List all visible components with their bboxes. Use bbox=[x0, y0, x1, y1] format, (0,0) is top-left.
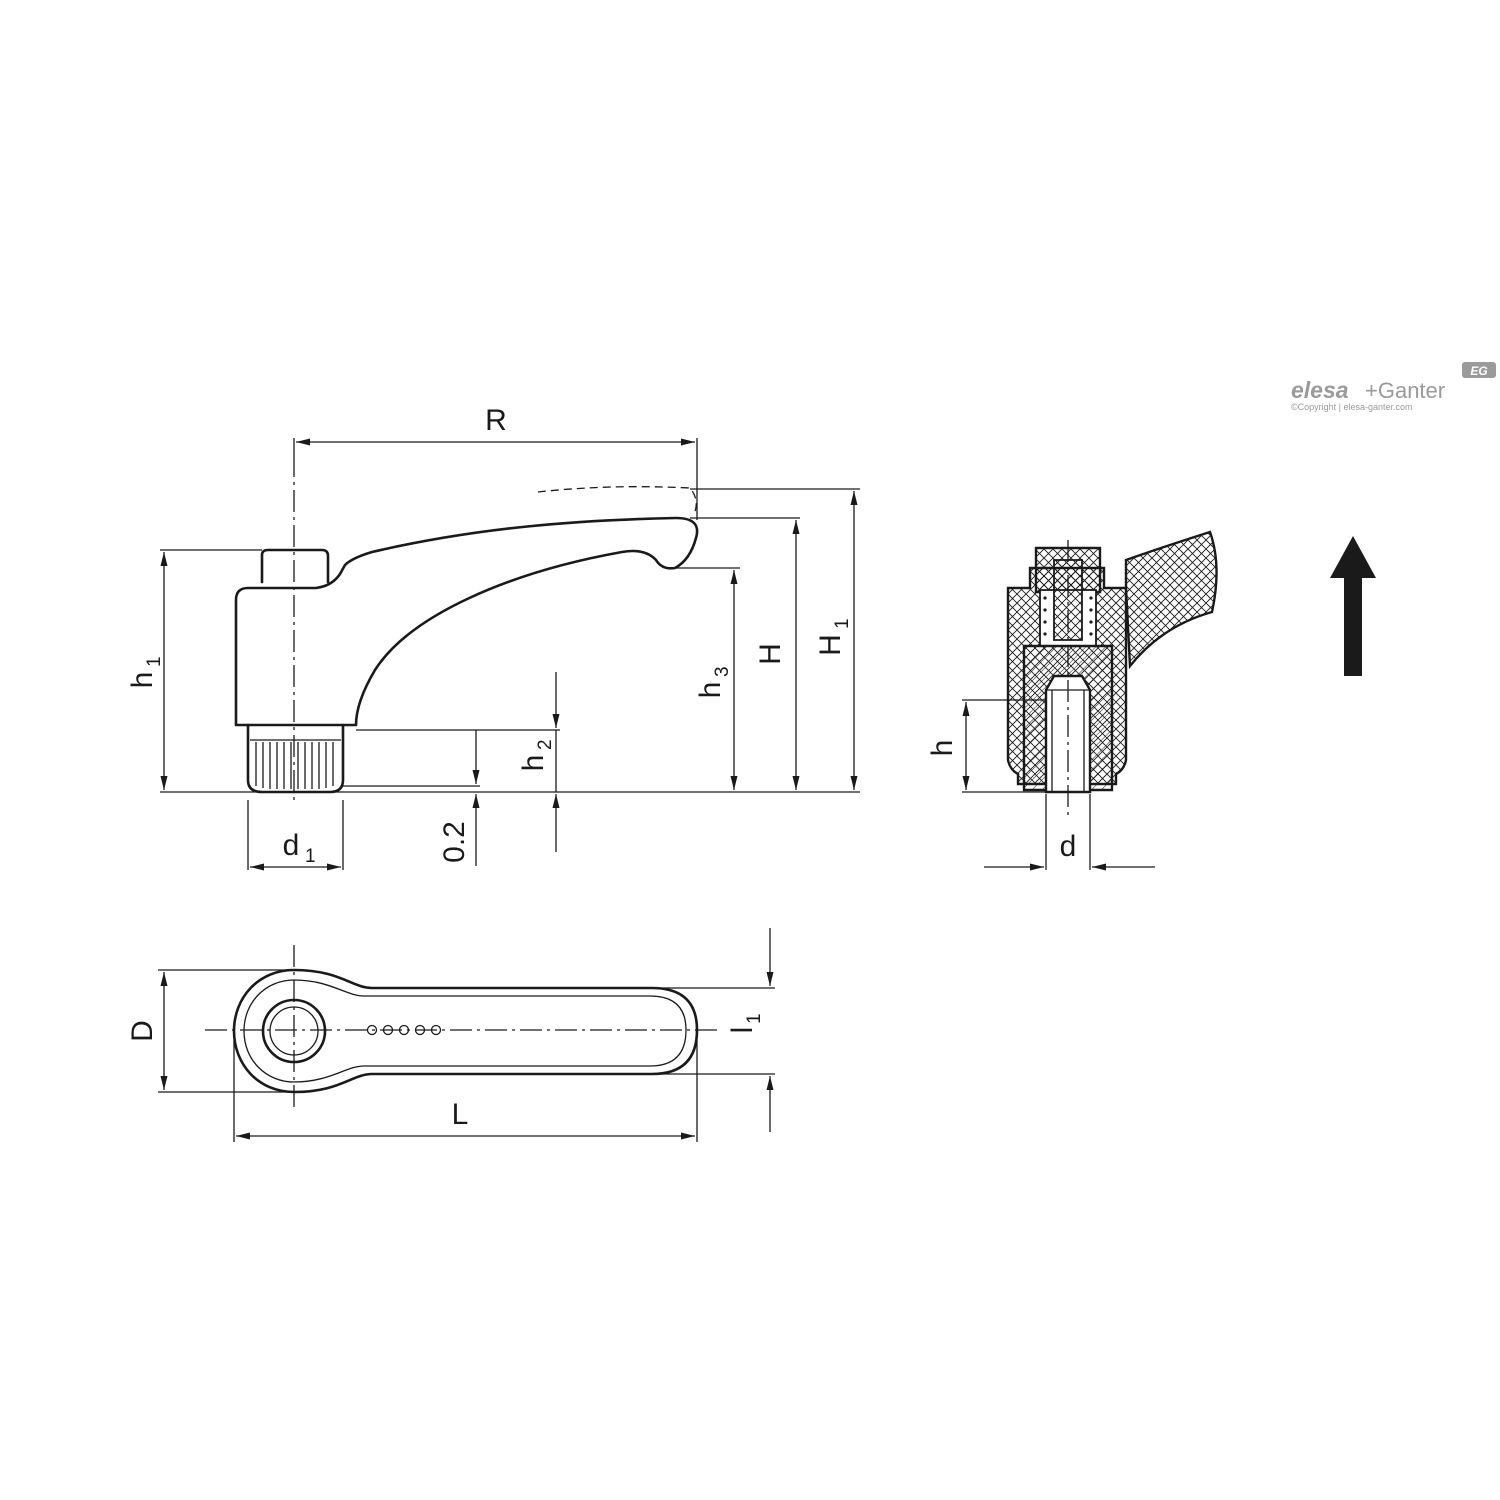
label-h1: h 1 bbox=[126, 656, 165, 688]
section-arm bbox=[1124, 530, 1218, 670]
svg-text:2: 2 bbox=[535, 739, 556, 750]
svg-text:h: h bbox=[517, 755, 550, 772]
label-h2: h 2 bbox=[517, 739, 556, 771]
knurled-bush bbox=[246, 723, 345, 794]
top-view bbox=[158, 945, 775, 1142]
svg-text:H: H bbox=[814, 634, 847, 656]
section-spring bbox=[1043, 596, 1093, 636]
svg-text:1: 1 bbox=[744, 1013, 765, 1024]
svg-text:h: h bbox=[126, 672, 159, 689]
lever-phantom-outline bbox=[537, 486, 697, 515]
label-gap: 0.2 bbox=[438, 821, 471, 863]
label-h3: h 3 bbox=[694, 666, 733, 698]
lever-body bbox=[234, 516, 699, 727]
top-dimensions bbox=[160, 928, 774, 1140]
svg-text:3: 3 bbox=[712, 666, 733, 677]
knurl-lines bbox=[250, 739, 341, 789]
label-H: H bbox=[754, 643, 787, 665]
brand-copyright: ©Copyright | elesa-ganter.com bbox=[1291, 402, 1413, 412]
svg-text:1: 1 bbox=[305, 846, 316, 867]
svg-text:elesa: elesa bbox=[1291, 377, 1349, 403]
svg-text:h: h bbox=[926, 740, 959, 757]
direction-arrow-icon bbox=[1330, 536, 1376, 676]
svg-text:0.2: 0.2 bbox=[438, 821, 471, 863]
label-d1: d 1 bbox=[283, 829, 316, 867]
label-H1: H 1 bbox=[814, 618, 853, 655]
svg-text:1: 1 bbox=[144, 656, 165, 667]
top-lever-outline bbox=[232, 968, 699, 1094]
section-dimensions bbox=[962, 702, 1155, 871]
brand-logo: elesa +Ganter EG ©Copyright | elesa-gant… bbox=[1291, 362, 1496, 412]
label-l1: l 1 bbox=[726, 1013, 765, 1033]
svg-text:+Ganter: +Ganter bbox=[1365, 378, 1445, 403]
label-d: d bbox=[1060, 830, 1077, 863]
section-view bbox=[962, 530, 1218, 870]
label-h: h bbox=[926, 740, 959, 757]
svg-text:d: d bbox=[283, 829, 300, 862]
label-R: R bbox=[485, 404, 507, 437]
side-view bbox=[160, 438, 860, 870]
side-dimensions bbox=[160, 438, 858, 871]
lever-cap bbox=[260, 548, 330, 584]
label-L: L bbox=[452, 1098, 469, 1131]
svg-text:H: H bbox=[754, 643, 787, 665]
svg-text:h: h bbox=[694, 682, 727, 699]
svg-text:1: 1 bbox=[832, 618, 853, 629]
label-D: D bbox=[126, 1020, 159, 1042]
svg-text:D: D bbox=[126, 1020, 159, 1042]
svg-text:l: l bbox=[726, 1027, 759, 1034]
svg-text:EG: EG bbox=[1470, 364, 1487, 378]
